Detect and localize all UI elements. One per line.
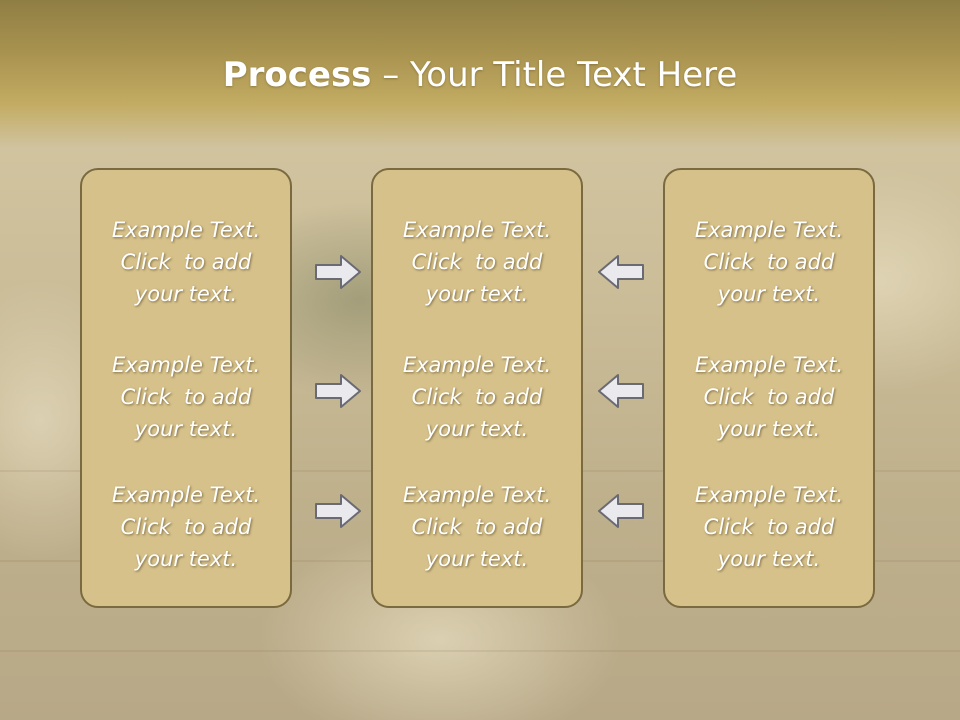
- text-block[interactable]: Example Text. Click to add your text.: [82, 349, 290, 445]
- arrow-right-icon: [315, 255, 361, 289]
- wood-grain: [0, 650, 960, 652]
- process-panel-right[interactable]: Example Text. Click to add your text. Ex…: [663, 168, 875, 608]
- arrow-right-icon: [315, 494, 361, 528]
- text-line: Click to add: [703, 515, 835, 539]
- text-block[interactable]: Example Text. Click to add your text.: [665, 479, 873, 575]
- arrow-right-icon: [315, 374, 361, 408]
- text-line: Example Text.: [402, 353, 552, 377]
- text-line: Click to add: [703, 250, 835, 274]
- text-line: Example Text.: [402, 483, 552, 507]
- text-line: your text.: [717, 417, 821, 441]
- text-block[interactable]: Example Text. Click to add your text.: [373, 214, 581, 310]
- text-line: your text.: [717, 282, 821, 306]
- text-line: Click to add: [411, 250, 543, 274]
- text-line: Example Text.: [694, 218, 844, 242]
- text-line: Click to add: [120, 250, 252, 274]
- text-line: your text.: [425, 547, 529, 571]
- process-panel-center[interactable]: Example Text. Click to add your text. Ex…: [371, 168, 583, 608]
- arrow-left-icon: [598, 255, 644, 289]
- title-bar: [0, 0, 960, 148]
- text-line: Click to add: [120, 385, 252, 409]
- text-line: your text.: [425, 417, 529, 441]
- arrow-left-icon: [598, 374, 644, 408]
- text-block[interactable]: Example Text. Click to add your text.: [82, 214, 290, 310]
- text-line: Click to add: [411, 515, 543, 539]
- text-line: Example Text.: [694, 353, 844, 377]
- text-line: Example Text.: [111, 218, 261, 242]
- text-line: your text.: [717, 547, 821, 571]
- title-bold: Process: [222, 55, 372, 95]
- text-block[interactable]: Example Text. Click to add your text.: [665, 214, 873, 310]
- text-block[interactable]: Example Text. Click to add your text.: [373, 479, 581, 575]
- text-line: Click to add: [120, 515, 252, 539]
- process-panel-left[interactable]: Example Text. Click to add your text. Ex…: [80, 168, 292, 608]
- text-line: Click to add: [703, 385, 835, 409]
- title-rest: – Your Title Text Here: [371, 55, 738, 95]
- text-line: your text.: [134, 282, 238, 306]
- arrow-left-icon: [598, 494, 644, 528]
- text-block[interactable]: Example Text. Click to add your text.: [82, 479, 290, 575]
- text-line: your text.: [134, 547, 238, 571]
- text-line: Example Text.: [111, 483, 261, 507]
- text-line: your text.: [134, 417, 238, 441]
- text-block[interactable]: Example Text. Click to add your text.: [373, 349, 581, 445]
- slide-title[interactable]: Process – Your Title Text Here: [0, 52, 960, 98]
- text-block[interactable]: Example Text. Click to add your text.: [665, 349, 873, 445]
- text-line: Example Text.: [402, 218, 552, 242]
- text-line: Example Text.: [694, 483, 844, 507]
- text-line: your text.: [425, 282, 529, 306]
- text-line: Click to add: [411, 385, 543, 409]
- text-line: Example Text.: [111, 353, 261, 377]
